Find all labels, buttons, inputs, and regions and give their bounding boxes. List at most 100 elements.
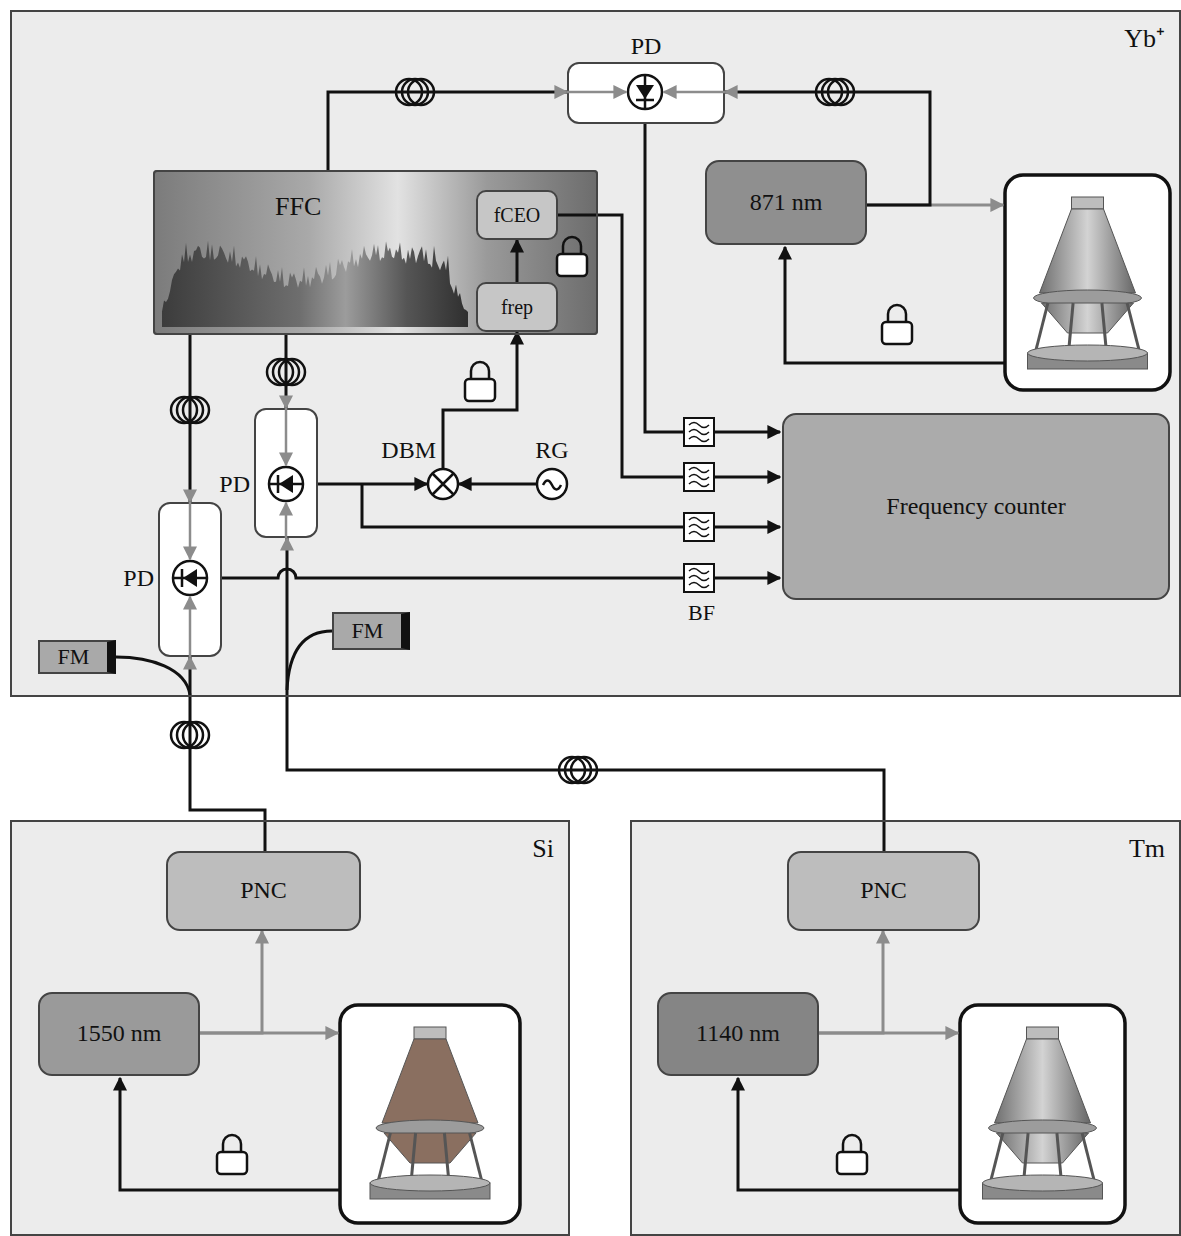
signal-wire [558, 215, 684, 477]
comb-spectrum [162, 241, 468, 327]
filter-wave [689, 532, 709, 537]
panel-ground [10, 10, 1181, 697]
node-text: RG [535, 437, 568, 465]
node-text: PD [123, 565, 154, 593]
cavity-frame [960, 1005, 1125, 1223]
cavity-cap [1027, 1027, 1059, 1039]
filter-wave [689, 468, 709, 473]
light-input [189, 597, 192, 657]
lock-shackle [223, 1135, 241, 1152]
mixer-cross [433, 474, 454, 495]
filter-wave [689, 430, 709, 435]
lock-icon [882, 305, 912, 344]
signal-wire [645, 124, 684, 432]
lock-loop [120, 1078, 340, 1190]
filter-body [684, 418, 714, 446]
optical-cavity [960, 1005, 1125, 1223]
process-box: FFC fCEO frep [153, 170, 598, 335]
process-box: FM [332, 612, 410, 650]
cavity-cone [384, 1133, 476, 1163]
filter-body [684, 564, 714, 592]
group-panel: TmPNC 1140 nm [630, 820, 1181, 1236]
node-text: 1140 nm [696, 1020, 780, 1048]
photodiode-box: PD [254, 408, 318, 538]
filter-label: BF [688, 600, 715, 626]
signal-wire [222, 569, 684, 578]
cavity-cone [382, 1039, 478, 1123]
cavity-cone [995, 1039, 1091, 1123]
lock-shackle [471, 362, 489, 379]
fiber-lead [287, 631, 332, 690]
mixer-circle [428, 469, 458, 499]
diode-bar [269, 475, 303, 493]
diode-bar [636, 75, 654, 109]
light-input [285, 408, 288, 465]
node-text: FM [352, 618, 384, 643]
fiber-lead [116, 657, 190, 695]
signal-wire [362, 484, 684, 527]
node-text: fCEO [494, 204, 541, 227]
cavity-frame [340, 1005, 520, 1223]
process-box: 1140 nm [657, 992, 819, 1076]
signal-connector [328, 92, 567, 170]
signal-connector [318, 483, 427, 486]
filter-wave [689, 576, 709, 581]
signal-wire [714, 431, 780, 434]
node-text: PNC [860, 877, 907, 905]
signal-wire [714, 476, 780, 479]
cavity-cap [1072, 197, 1104, 209]
filter-wave [689, 437, 709, 442]
lock-body [557, 254, 587, 276]
lock-shackle [888, 305, 906, 322]
filter-wave [689, 525, 709, 530]
bandpass-filter [684, 513, 714, 541]
light-input [567, 91, 626, 94]
filter-wave [689, 475, 709, 480]
cavity-cone [1040, 209, 1136, 293]
process-box: 871 nm [705, 160, 867, 245]
panel-ground [10, 820, 570, 1236]
node-text: Si [532, 834, 554, 864]
optical-cavity [340, 1005, 520, 1223]
light-input [285, 503, 288, 538]
lock-body [217, 1152, 247, 1174]
cavity-cone [997, 1133, 1089, 1163]
cavity-base-top [1028, 345, 1148, 361]
node-symbol [160, 504, 224, 659]
node-symbol [536, 468, 568, 500]
cavity-base-top [370, 1175, 490, 1191]
diode-bar [173, 569, 207, 587]
lock-shackle [843, 1135, 861, 1152]
sine-wave [543, 481, 561, 490]
photodiode-circle [628, 75, 662, 109]
photodiode-circle [173, 561, 207, 595]
lock-icon [837, 1135, 867, 1174]
rf-symbol: DBM [427, 468, 459, 500]
process-box: FM [38, 640, 116, 674]
lock-shackle [563, 237, 581, 254]
filter-wave [689, 583, 709, 588]
node-text: FM [58, 644, 90, 669]
filter-wave [689, 423, 709, 428]
cavity-base-top [983, 1175, 1103, 1191]
cavity-cap [414, 1027, 446, 1039]
node-text: PD [631, 33, 662, 61]
cavity-cone [1042, 303, 1134, 333]
node-text: 871 nm [750, 189, 823, 217]
node-text: frep [501, 296, 533, 319]
lock-icon [217, 1135, 247, 1174]
node-text: PNC [240, 877, 287, 905]
filter-wave [689, 569, 709, 574]
signal-connector [516, 240, 519, 282]
process-box: Frequency counter [782, 413, 1170, 600]
signal-connector [200, 931, 262, 1033]
filter-wave [689, 518, 709, 523]
filter-body [684, 513, 714, 541]
mixer-circle [537, 469, 567, 499]
lock-loop [738, 1078, 960, 1190]
node-text: Tm [1129, 834, 1165, 864]
bandpass-filter [684, 564, 714, 592]
node-text: FFC [275, 192, 321, 222]
signal-connector [819, 931, 883, 1033]
